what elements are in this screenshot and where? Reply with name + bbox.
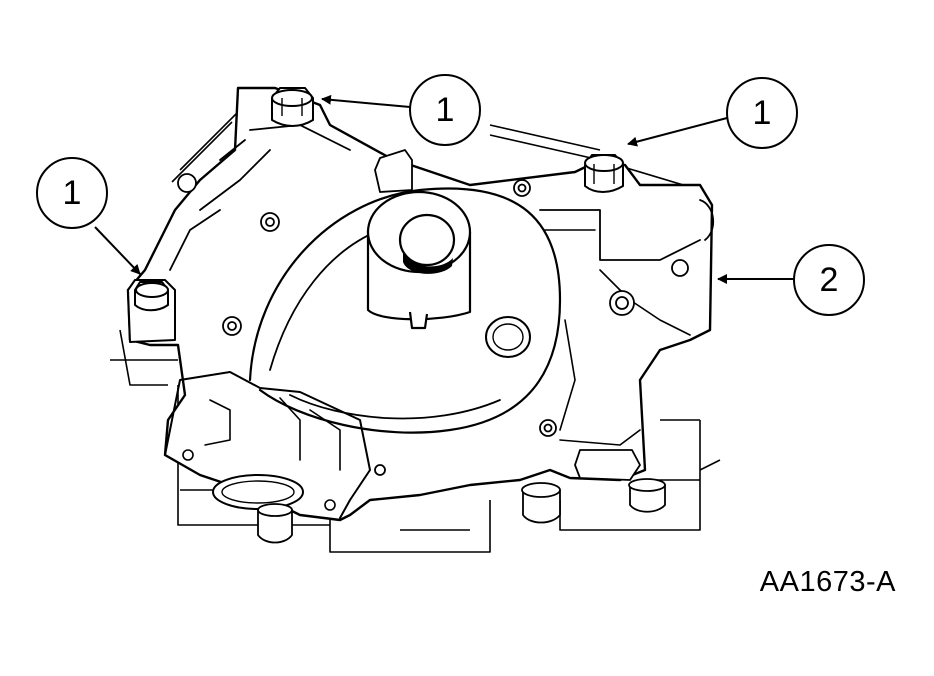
o-ring: [485, 316, 531, 358]
outlet-port-oval: [212, 474, 304, 510]
bolt-top-left: [271, 87, 314, 127]
drive-hub: [366, 190, 472, 330]
callout-arrows: [94, 94, 795, 284]
callout-1-top-right: 1: [726, 77, 798, 149]
callout-label: 1: [63, 174, 82, 212]
callout-2-right: 2: [793, 244, 865, 316]
callout-1-top: 1: [409, 74, 481, 146]
lower-bolts: [257, 449, 666, 544]
bolt-left: [127, 279, 176, 343]
callout-1-left: 1: [36, 157, 108, 229]
figure-id: AA1673-A: [759, 566, 896, 598]
body-holes: [177, 166, 689, 476]
callout-label: 2: [820, 261, 839, 299]
bolt-top-right: [584, 154, 624, 193]
callout-label: 1: [753, 94, 772, 132]
callout-label: 1: [436, 91, 455, 129]
top-tab: [374, 149, 413, 193]
